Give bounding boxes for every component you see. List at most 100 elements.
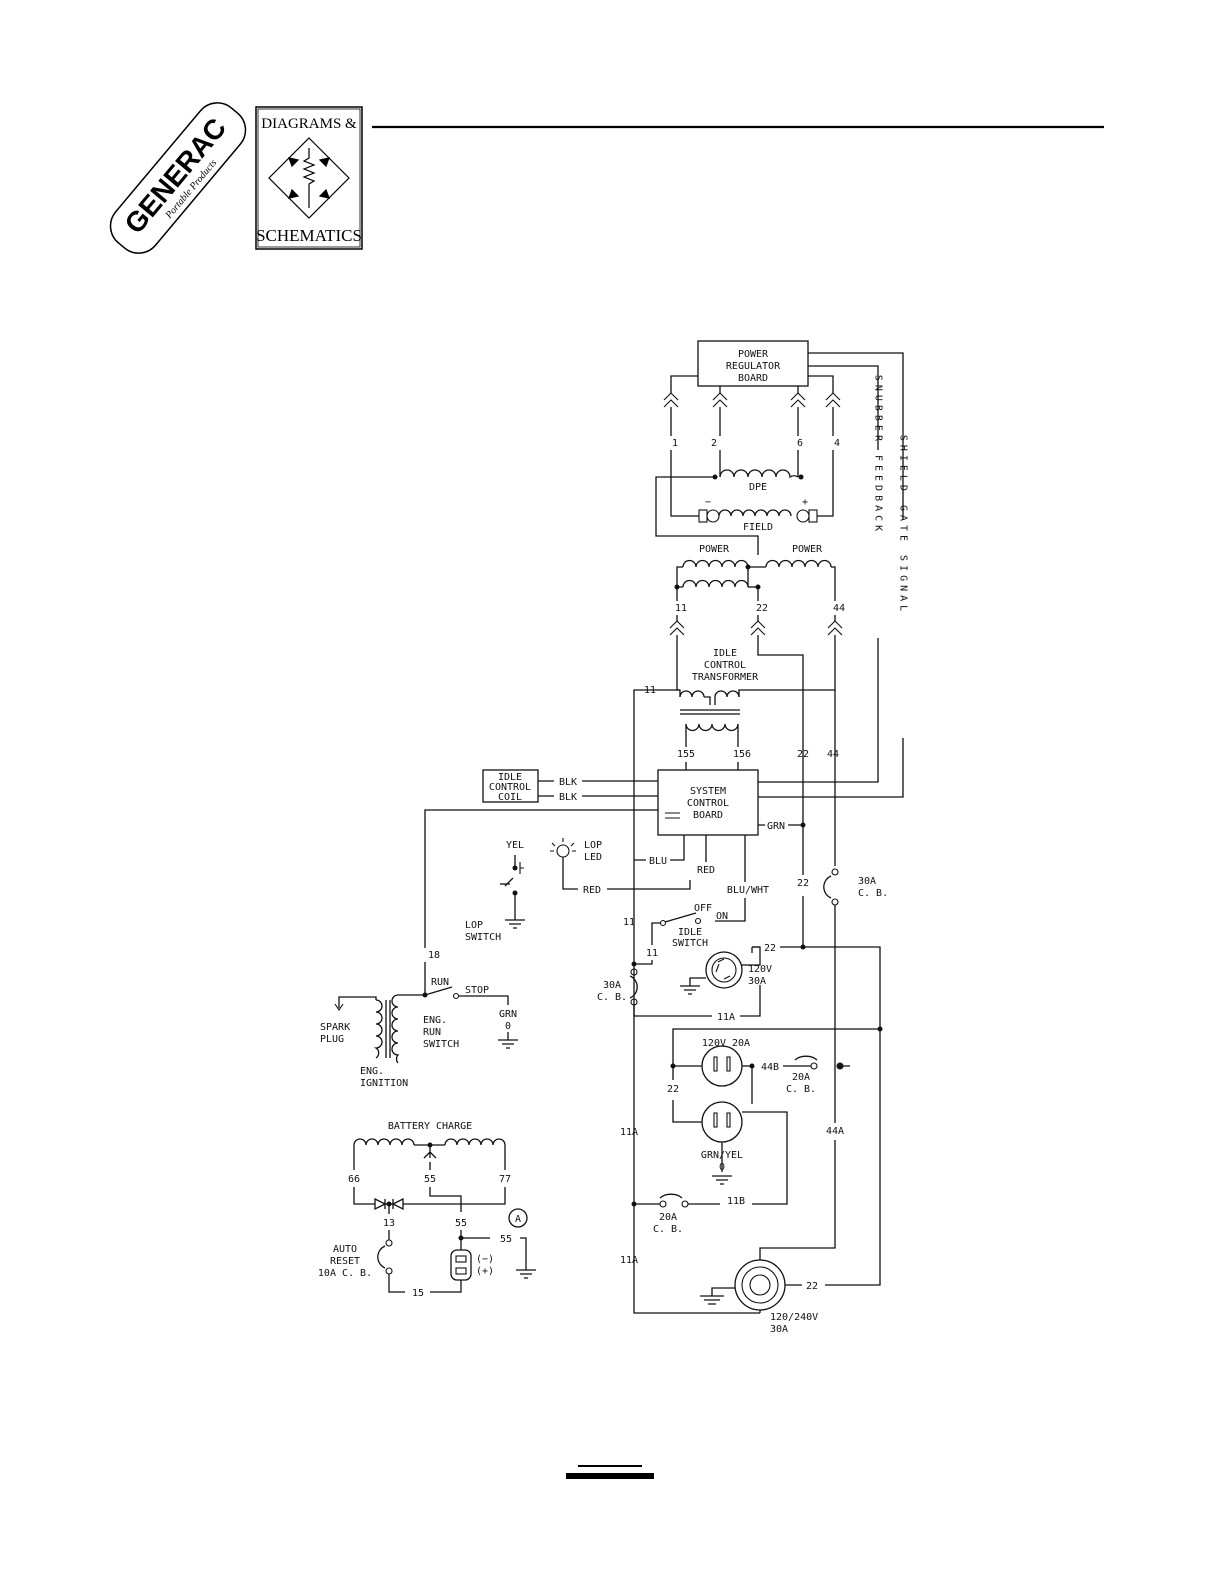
- page-number-bar: [566, 1465, 654, 1479]
- svg-text:RESET: RESET: [330, 1256, 360, 1267]
- svg-text:LED: LED: [584, 852, 602, 863]
- svg-text:BLU/WHT: BLU/WHT: [727, 885, 769, 896]
- svg-text:SWITCH: SWITCH: [465, 932, 501, 943]
- svg-text:44: 44: [833, 603, 845, 614]
- svg-text:−: −: [705, 497, 711, 508]
- svg-text:30A: 30A: [770, 1324, 788, 1335]
- svg-text:11A: 11A: [717, 1012, 735, 1023]
- svg-text:LOP: LOP: [584, 840, 602, 851]
- svg-text:C. B.: C. B.: [653, 1224, 683, 1235]
- svg-text:22: 22: [806, 1281, 818, 1292]
- system-control-board: SYSTEM CONTROL BOARD: [657, 769, 759, 836]
- svg-text:GRN: GRN: [499, 1009, 517, 1020]
- svg-text:11A: 11A: [620, 1127, 638, 1138]
- svg-text:6: 6: [797, 438, 803, 449]
- svg-text:22: 22: [756, 603, 768, 614]
- cb-20a-bottom: 20A C. B.: [631, 1193, 689, 1235]
- svg-text:4: 4: [834, 438, 840, 449]
- field-winding: − + FIELD: [698, 497, 818, 533]
- svg-text:BLK: BLK: [559, 777, 577, 788]
- shield-gate-signal-label: SHIELD GATE SIGNAL: [898, 435, 909, 615]
- idle-control-coil: IDLE CONTROL COIL BLK BLK: [482, 769, 658, 803]
- svg-text:REGULATOR: REGULATOR: [726, 361, 781, 372]
- svg-text:55: 55: [500, 1234, 512, 1245]
- svg-text:BOARD: BOARD: [738, 373, 768, 384]
- svg-text:11: 11: [646, 948, 658, 959]
- svg-text:CONTROL: CONTROL: [704, 660, 746, 671]
- svg-text:22: 22: [797, 749, 809, 760]
- svg-text:55: 55: [424, 1174, 436, 1185]
- receptacle-120v-20a-duplex: 120V 20A 22 44B 11B GRN/YEL 0: [667, 1038, 788, 1207]
- idle-switch: BLU/WHT OFF ON IDLE SWITCH 11: [631, 835, 769, 967]
- svg-text:SPARK: SPARK: [320, 1022, 350, 1033]
- engine-run-switch: RUN STOP GRN 0 ENG. RUN SWITCH: [398, 977, 518, 1050]
- svg-text:20A: 20A: [792, 1072, 810, 1083]
- svg-text:(−): (−): [476, 1254, 494, 1265]
- svg-text:BOARD: BOARD: [693, 810, 723, 821]
- svg-text:11: 11: [644, 685, 656, 696]
- svg-text:C. B.: C. B.: [597, 992, 627, 1003]
- badge-top-text: DIAGRAMS &: [261, 116, 357, 132]
- bridge-rectifier-icon: [268, 137, 350, 219]
- svg-text:RED: RED: [697, 865, 715, 876]
- svg-text:POWER: POWER: [792, 544, 823, 555]
- lop-switch: YEL LOP SWITCH: [465, 840, 525, 943]
- svg-text:IDLE: IDLE: [678, 927, 702, 938]
- svg-text:18: 18: [428, 950, 440, 961]
- svg-text:+: +: [802, 497, 808, 508]
- battery-charge-receptacle: (−) (+) 55: [450, 1230, 536, 1281]
- svg-text:30A: 30A: [603, 980, 621, 991]
- svg-text:0: 0: [505, 1021, 511, 1032]
- svg-text:11B: 11B: [727, 1196, 745, 1207]
- svg-text:POWER: POWER: [699, 544, 730, 555]
- svg-text:120V 20A: 120V 20A: [702, 1038, 750, 1049]
- svg-text:YEL: YEL: [506, 840, 524, 851]
- svg-text:155: 155: [677, 749, 695, 760]
- svg-text:15: 15: [412, 1288, 424, 1299]
- cb-30a-top: 30A C. B. 44A: [759, 868, 888, 1260]
- svg-text:TRANSFORMER: TRANSFORMER: [692, 672, 759, 683]
- svg-text:CONTROL: CONTROL: [489, 782, 531, 793]
- svg-text:LOP: LOP: [465, 920, 483, 931]
- svg-text:30A: 30A: [748, 976, 766, 987]
- svg-text:2: 2: [711, 438, 717, 449]
- svg-text:22: 22: [667, 1084, 679, 1095]
- svg-text:CONTROL: CONTROL: [687, 798, 729, 809]
- svg-text:11: 11: [623, 917, 635, 928]
- receptacle-120-240v-30a: 22 120/240V 30A: [700, 1259, 818, 1335]
- badge-bottom-text: SCHEMATICS: [256, 226, 362, 245]
- svg-text:POWER: POWER: [738, 349, 769, 360]
- svg-text:77: 77: [499, 1174, 511, 1185]
- idle-control-transformer: IDLE CONTROL TRANSFORMER 11 155 156 22 4…: [633, 635, 839, 1005]
- svg-text:22: 22: [764, 943, 776, 954]
- svg-text:SNUBBER FEEDBACK: SNUBBER FEEDBACK: [873, 375, 884, 535]
- svg-text:IDLE: IDLE: [713, 648, 737, 659]
- svg-text:BLU: BLU: [649, 856, 667, 867]
- battery-charge-winding: BATTERY CHARGE 66 55 77 13 55: [348, 1121, 511, 1229]
- regulator-leads: 1 2 6 4: [663, 375, 841, 517]
- ammeter-icon: A: [508, 1208, 528, 1228]
- svg-text:66: 66: [348, 1174, 360, 1185]
- diagrams-schematics-badge: DIAGRAMS & SCHEMATICS: [255, 106, 363, 250]
- svg-text:GRN: GRN: [767, 821, 785, 832]
- svg-text:(+): (+): [476, 1266, 494, 1277]
- svg-text:120/240V: 120/240V: [770, 1312, 818, 1323]
- svg-text:SWITCH: SWITCH: [423, 1039, 459, 1050]
- power-windings: POWER POWER 11 22 44: [669, 544, 845, 636]
- svg-text:OFF: OFF: [694, 903, 712, 914]
- svg-text:BATTERY CHARGE: BATTERY CHARGE: [388, 1121, 472, 1132]
- svg-text:20A: 20A: [659, 1212, 677, 1223]
- svg-text:44A: 44A: [826, 1126, 844, 1137]
- svg-text:ENG.: ENG.: [423, 1015, 447, 1026]
- svg-text:A: A: [515, 1214, 521, 1225]
- generac-logo: GENERAC Portable Products: [109, 102, 247, 254]
- svg-text:30A: 30A: [858, 876, 876, 887]
- svg-text:PLUG: PLUG: [320, 1034, 344, 1045]
- dpe-winding: DPE: [655, 469, 804, 555]
- svg-text:STOP: STOP: [465, 985, 489, 996]
- svg-text:COIL: COIL: [498, 792, 522, 803]
- svg-text:IDLE: IDLE: [498, 772, 522, 783]
- receptacle-120v-30a: 120V 30A: [680, 946, 772, 995]
